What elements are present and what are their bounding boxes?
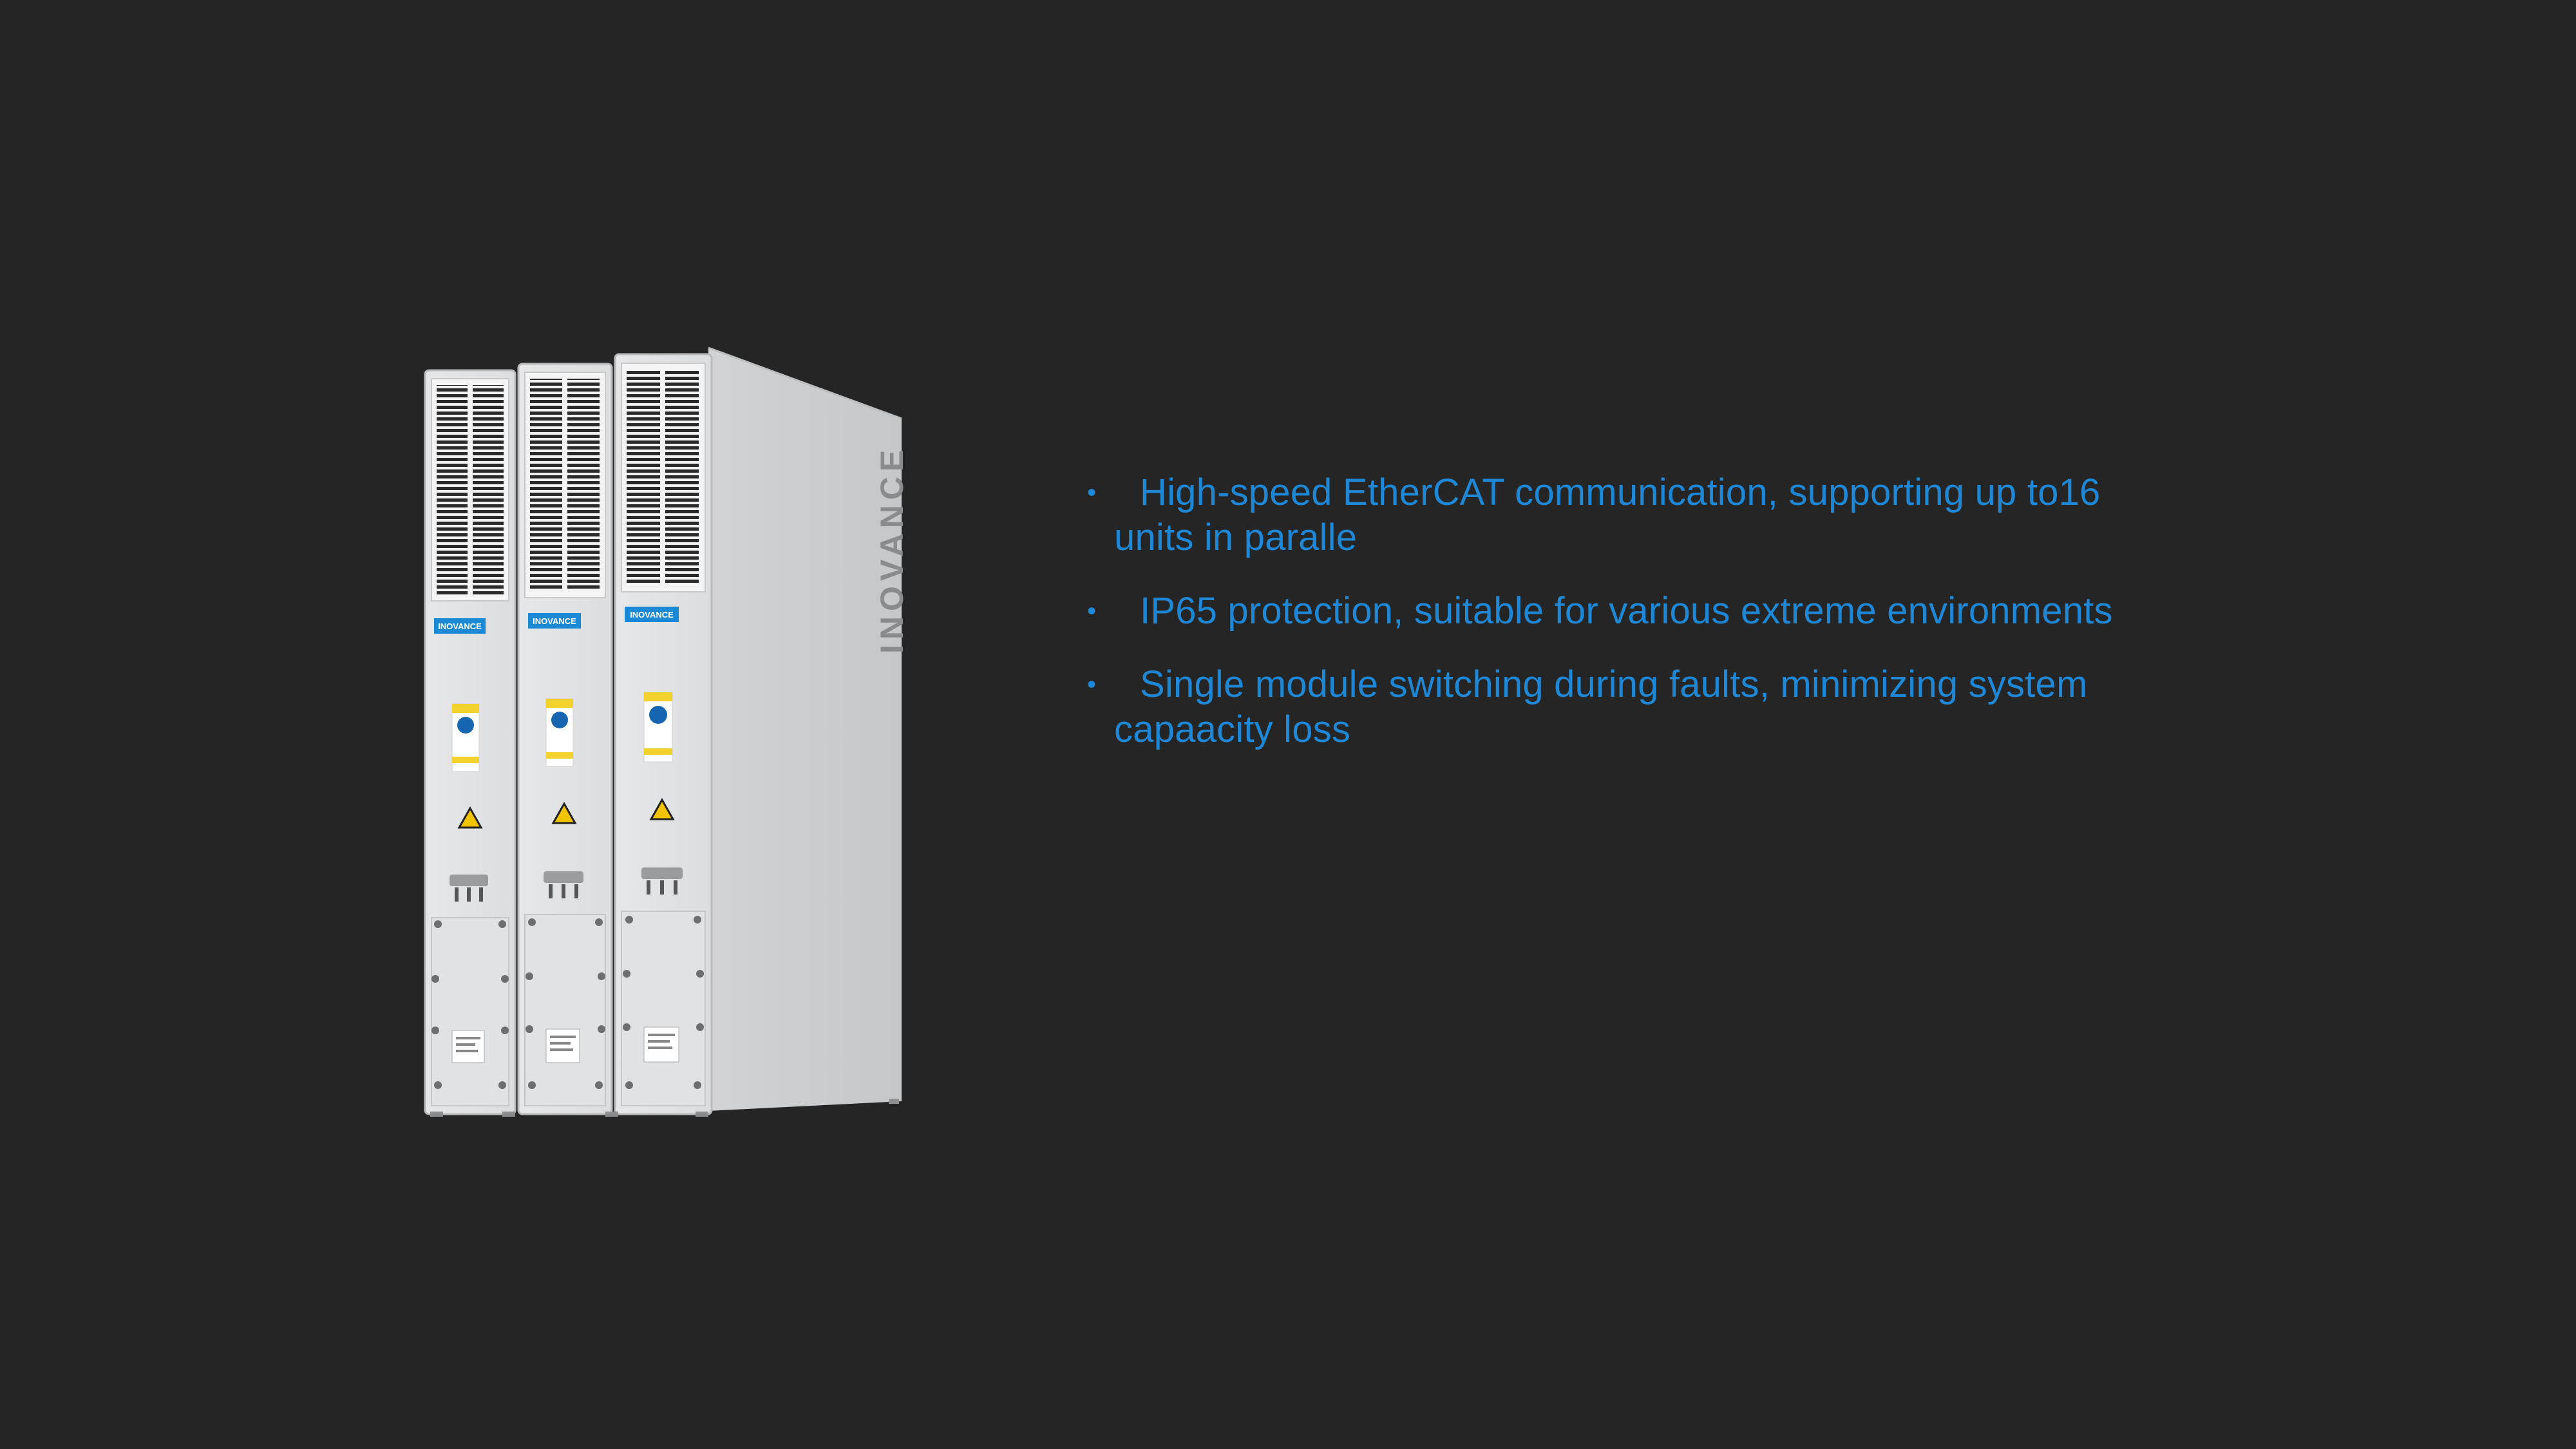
power-cabinet-illustration: INOVANCE INOVANCE	[424, 346, 910, 1117]
feature-text: High-speed EtherCAT communication, suppo…	[1114, 471, 2101, 558]
feature-item: • High-speed EtherCAT communication, sup…	[1082, 470, 2190, 560]
module-3-badge-text: INOVANCE	[630, 610, 674, 620]
bullet-icon: •	[1087, 478, 1097, 507]
feature-item: • Single module switching during faults,…	[1082, 662, 2190, 752]
feature-text: IP65 protection, suitable for various ex…	[1140, 590, 2113, 632]
cabinet-side-panel	[708, 348, 902, 1111]
power-cabinet-image: INOVANCE INOVANCE	[412, 335, 927, 1121]
module-1-badge	[434, 618, 486, 634]
module-3: INOVANCE	[614, 353, 713, 1115]
bullet-icon: •	[1087, 597, 1097, 625]
feature-text: Single module switching during faults, m…	[1114, 663, 2088, 750]
module-2: INOVANCE	[517, 363, 613, 1115]
module-1-badge-text: INOVANCE	[438, 621, 482, 631]
module-2-badge-text: INOVANCE	[533, 616, 576, 626]
module-3-badge	[625, 607, 679, 622]
feature-item: • IP65 protection, suitable for various …	[1082, 589, 2190, 634]
bullet-icon: •	[1087, 670, 1097, 699]
feature-list: • High-speed EtherCAT communication, sup…	[1082, 470, 2190, 781]
module-1: INOVANCE	[424, 369, 516, 1115]
side-brand-logo: INOVANCE	[874, 445, 910, 654]
module-2-badge	[528, 613, 581, 629]
